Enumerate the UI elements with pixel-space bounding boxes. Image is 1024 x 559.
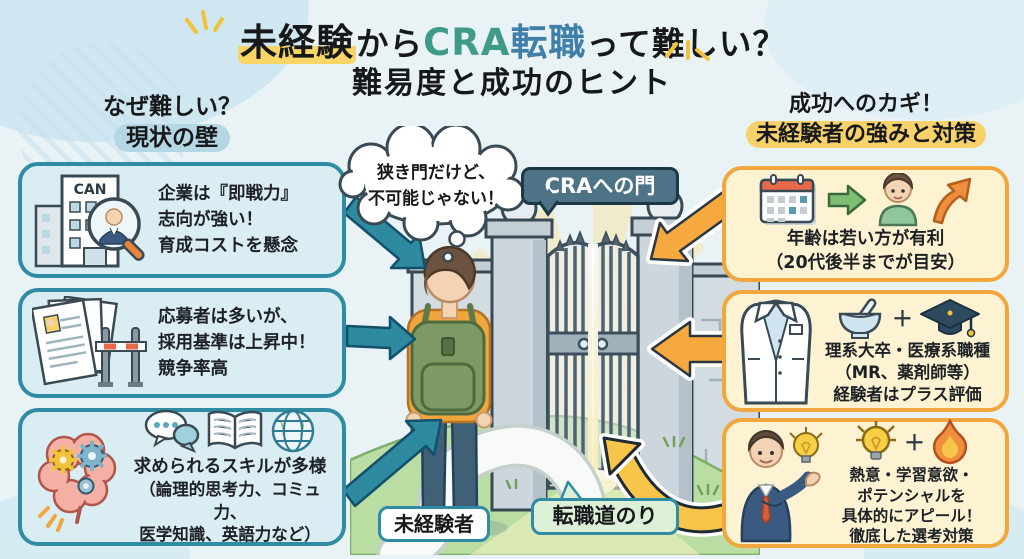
communication-icon	[144, 409, 200, 453]
gear-yellow	[49, 446, 77, 474]
gate-light-gap	[588, 244, 598, 486]
book-icon	[207, 410, 263, 450]
person-label: 未経験者	[378, 506, 490, 542]
enthusiasm-icons-row: ＋	[854, 419, 969, 465]
businessman-appeal-icon	[740, 427, 823, 543]
labcoat-icon	[740, 299, 812, 405]
thought-bubble: 狭き門だけど、 不可能じゃない！	[338, 126, 526, 263]
building-sign-text: CAN	[74, 182, 107, 198]
degree-icons-row: ＋	[834, 296, 981, 340]
success-box-enthusiasm: ＋ 熱意・学習意欲・ ポテンシャルを 具体的にアピール！ 徹底した選考対策	[722, 418, 1009, 548]
calendar-icon	[759, 173, 816, 225]
thought-trail-dot-large	[448, 230, 466, 248]
plus-sign: ＋	[904, 431, 925, 456]
difficulty-box-skills: 求められるスキルが多様 （論理的思考力、コミュ力、 医学知識、英語力など）	[18, 408, 346, 546]
brain-gears-icon	[37, 432, 117, 532]
title-highlighted-word: 未経験	[237, 21, 356, 64]
success-box-age: 年齢は若い方が有利 （20代後半までが目安）	[722, 166, 1009, 282]
gear-small	[77, 477, 95, 495]
resume-hurdle-icon	[32, 296, 147, 387]
gear-blue	[77, 441, 107, 471]
thought-text-line1: 狭き門だけど、	[376, 162, 495, 183]
company-search-icon: CAN	[34, 174, 145, 268]
thought-text-line2: 不可能じゃない！	[368, 188, 504, 209]
difficulty-box-company: CAN 企業は『即戦力』 志向が強い！ 育成コストを懸念	[18, 162, 346, 278]
title-tenshoku: 転職	[510, 21, 587, 64]
difficulty-box-applicants-text: 応募者は多いが、 採用基準は上昇中！ 競争率高	[158, 306, 316, 380]
globe-icon	[271, 409, 315, 453]
success-box-enthusiasm-text: 熱意・学習意欲・ ポテンシャルを 具体的にアピール！ 徹底した選考対策	[841, 466, 982, 546]
mortar-pestle-icon	[838, 298, 882, 339]
success-box-age-text: 年齢は若い方が有利 （20代後半までが目安）	[765, 228, 966, 274]
page-subtitle: 難易度と成功のヒント	[352, 66, 672, 101]
young-person-icon	[878, 172, 917, 226]
difficulty-box-company-text: 企業は『即戦力』 志向が強い！ 育成コストを懸念	[158, 183, 298, 257]
green-right-arrow-icon	[827, 184, 866, 215]
flame-icon	[932, 419, 968, 465]
difficulty-box-applicants: 応募者は多いが、 採用基準は上昇中！ 競争率高	[18, 288, 346, 398]
small-lightbulb-icon	[789, 427, 823, 463]
orange-up-arrow-icon	[932, 177, 971, 224]
path-label: 転職道のり	[531, 498, 679, 535]
spark-lines	[38, 506, 64, 532]
thought-trail-dot-small	[442, 251, 454, 263]
plus-sign: ＋	[892, 306, 913, 331]
gate-label: CRAへの門	[521, 167, 679, 205]
skills-icons-row	[144, 408, 316, 454]
lightbulb-icon	[856, 421, 896, 460]
success-box-background-text: 理系大卒・医療系職種 （MR、薬剤師等） 経験者はプラス評価	[825, 340, 990, 405]
age-icons-row	[758, 172, 974, 227]
title-cra: CRA	[423, 21, 511, 64]
left-column-header: なぜ難しい？ 現状の壁	[103, 94, 241, 153]
success-box-background: ＋ 理系大卒・医療系職種 （MR、薬剤師等） 経験者はプラス評価	[722, 290, 1009, 412]
right-column-header: 成功へのカギ！ 未経験者の強みと対策	[720, 90, 1012, 149]
difficulty-box-skills-text: 求められるスキルが多様 （論理的思考力、コミュ力、 医学知識、英語力など）	[133, 456, 327, 544]
graduation-cap-icon	[920, 298, 980, 337]
